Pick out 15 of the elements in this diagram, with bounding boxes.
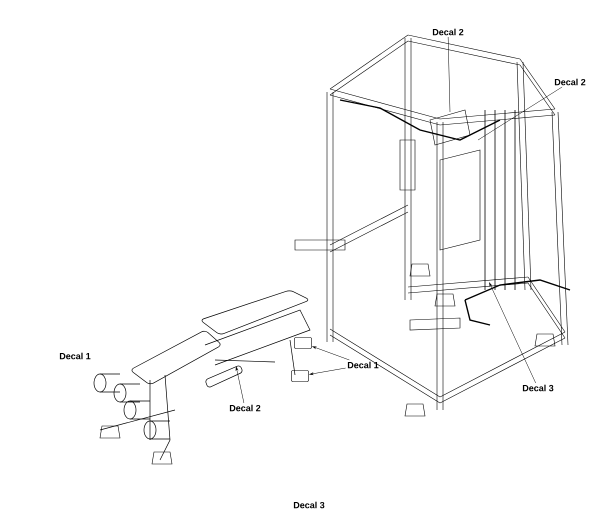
foot-block [291, 370, 309, 382]
callout-label: Decal 3 [294, 502, 324, 508]
leader-line [312, 346, 350, 360]
callout-label: Decal 1 [60, 352, 90, 360]
callout-label: Decal 2 [554, 78, 586, 86]
callout-label: Decal 3 [522, 384, 554, 392]
leader-line [448, 36, 450, 112]
leader-line [309, 368, 346, 375]
callout-label: Decal 2 [230, 404, 260, 412]
callout-label: Decal 1 [348, 362, 378, 368]
leader-line [478, 86, 562, 140]
leader-line [236, 366, 244, 404]
callout-label: Decal 2 [432, 28, 464, 36]
foot-block [294, 337, 312, 349]
leader-line [489, 282, 536, 384]
